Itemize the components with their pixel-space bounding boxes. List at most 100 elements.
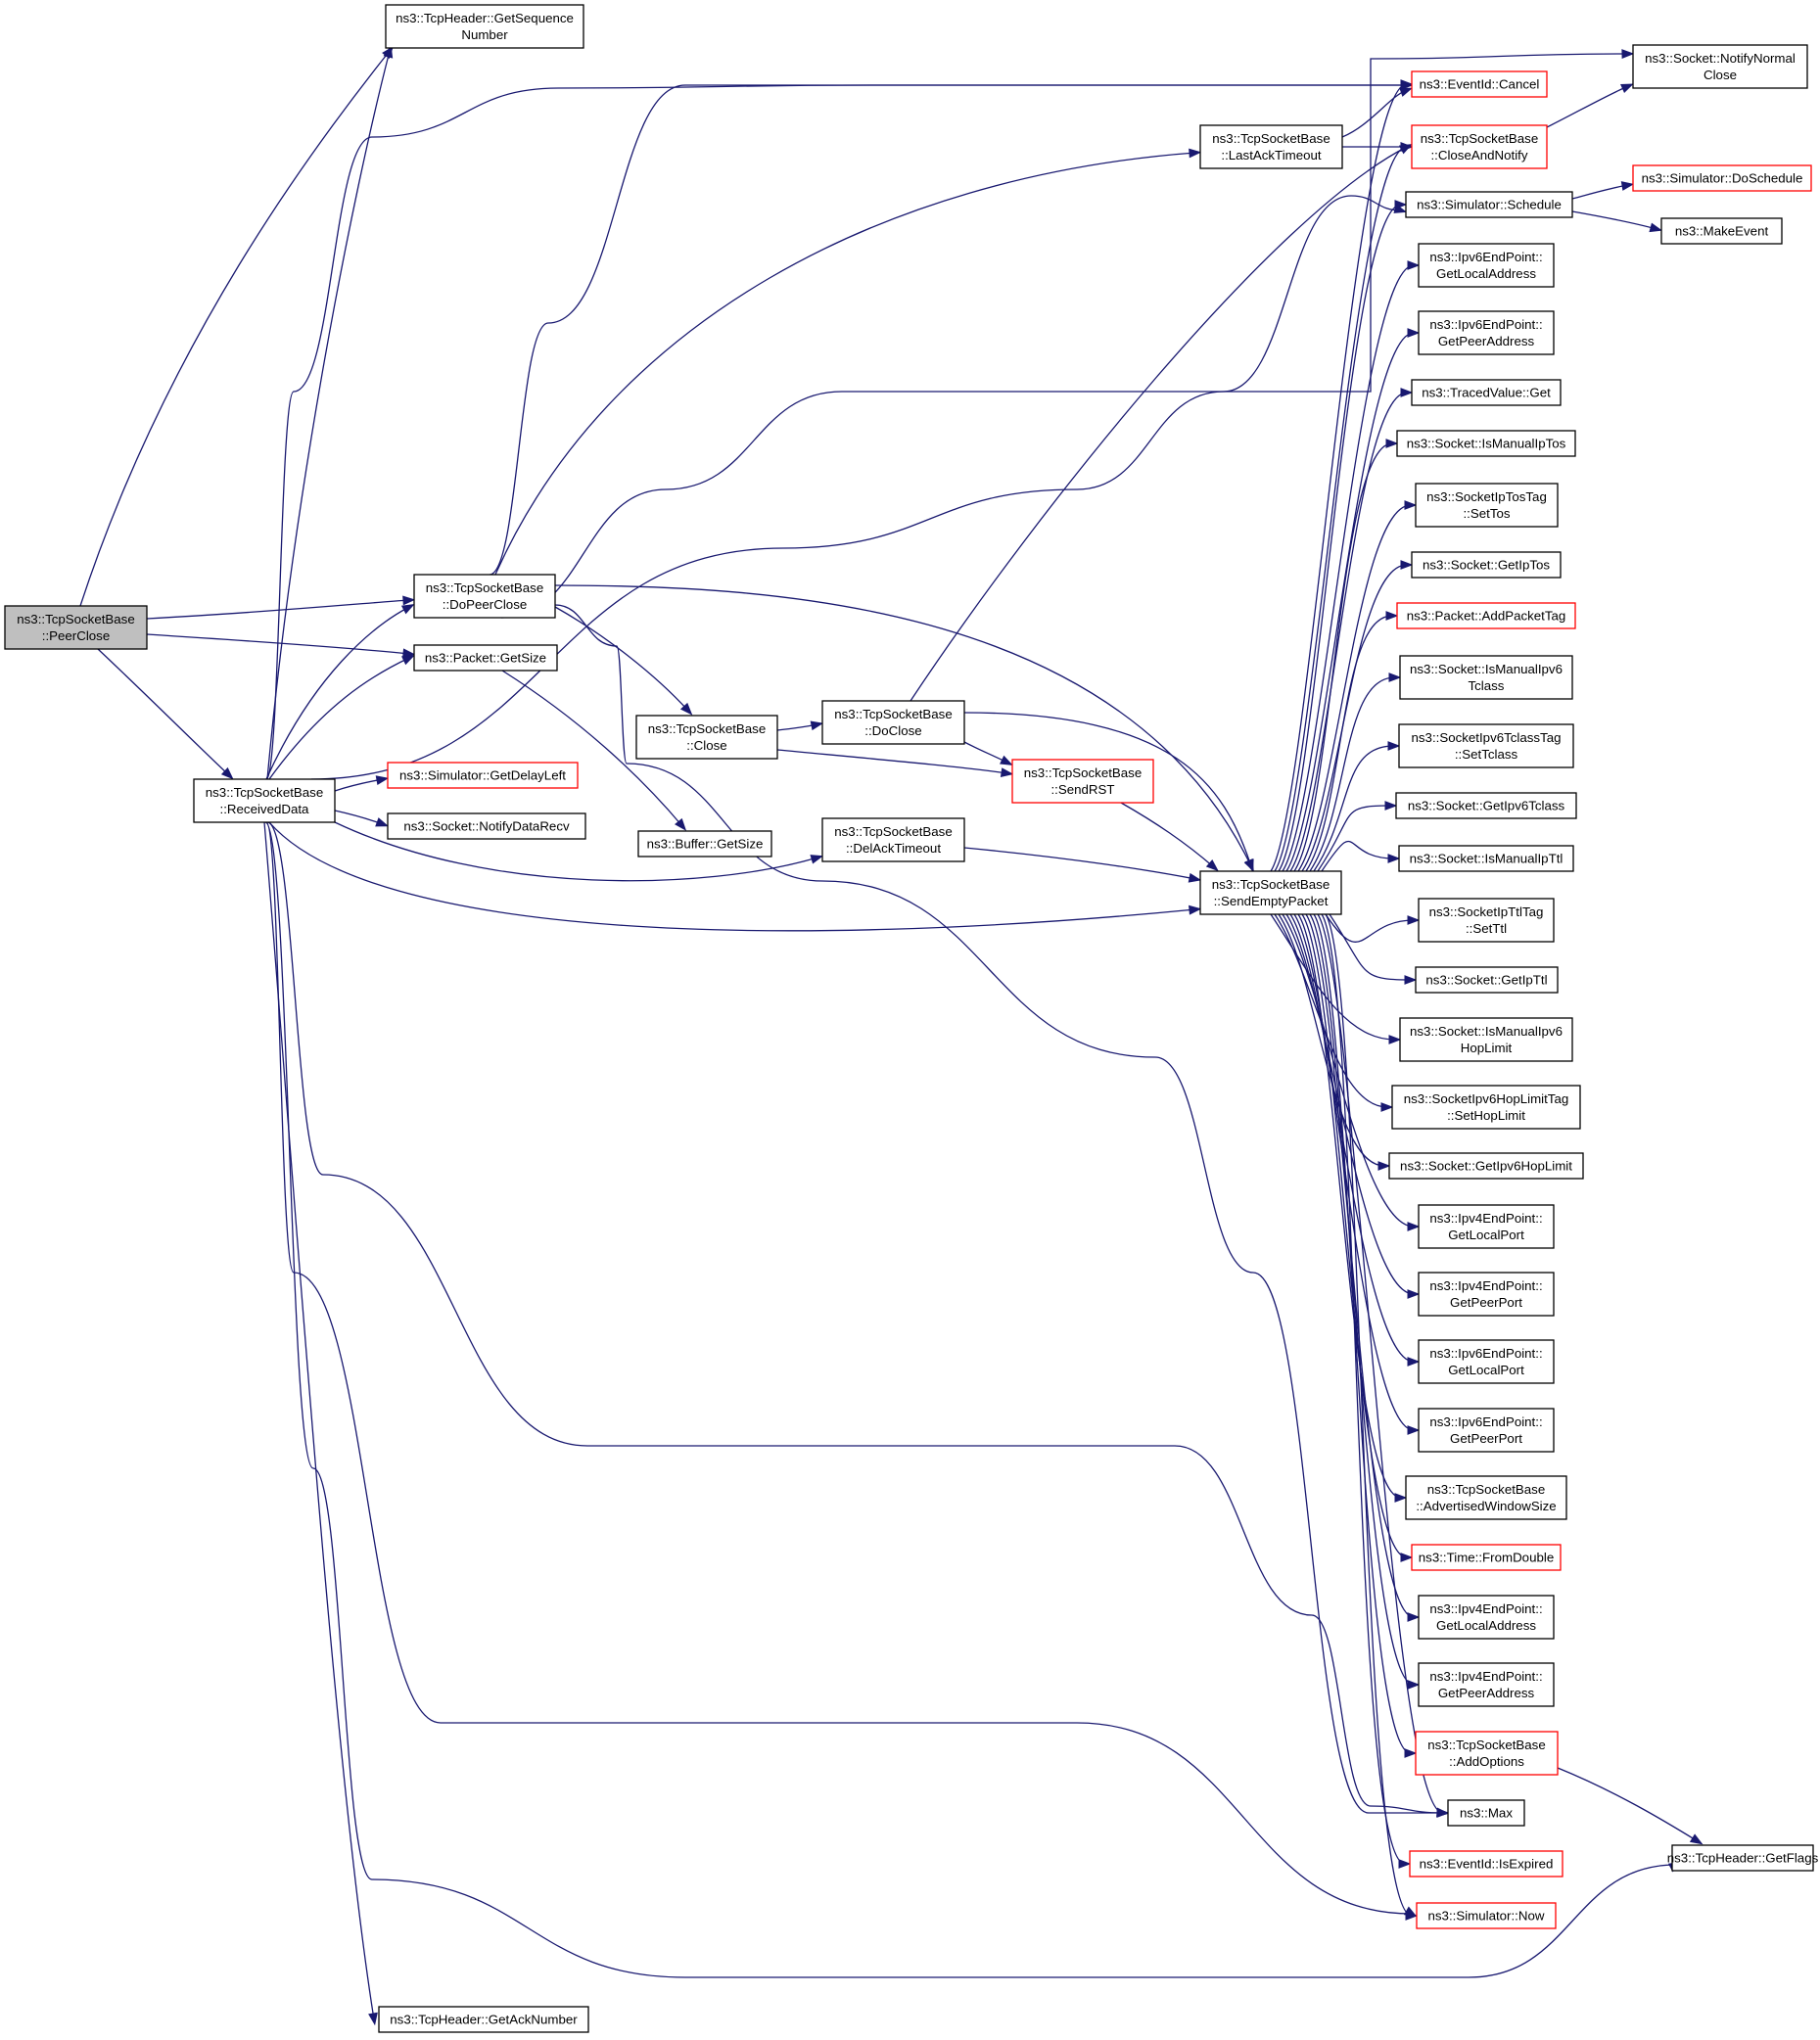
edge-line [1282, 264, 1415, 872]
edge-arrowhead [375, 817, 390, 827]
node-label: Tclass [1469, 678, 1505, 693]
node-box [387, 812, 586, 840]
node-settos[interactable]: ns3::SocketIpTosTag::SetTos [1415, 483, 1559, 528]
node-box [821, 817, 965, 862]
node-close[interactable]: ns3::TcpSocketBase::Close [635, 715, 778, 760]
node-box [1199, 870, 1342, 915]
node-getacknumber[interactable]: ns3::TcpHeader::GetAckNumber [378, 2006, 589, 2033]
edge-line [500, 53, 1629, 619]
node-ipv4getlocaladdr[interactable]: ns3::Ipv4EndPoint::GetLocalAddress [1418, 1595, 1555, 1640]
edge-dopeerclose-to-close [554, 606, 693, 716]
node-label: ns3::TcpSocketBase [834, 707, 952, 721]
node-getdelayleft[interactable]: ns3::Simulator::GetDelayLeft [387, 762, 579, 789]
node-getflags[interactable]: ns3::TcpHeader::GetFlags [1667, 1844, 1819, 1872]
node-notifydatarecv[interactable]: ns3::Socket::NotifyDataRecv [387, 812, 586, 840]
node-isexpired[interactable]: ns3::EventId::IsExpired [1409, 1850, 1563, 1878]
node-label: ns3::TcpSocketBase [17, 612, 134, 626]
node-label: ns3::Ipv6EndPoint:: [1429, 250, 1542, 264]
node-dopeerclose[interactable]: ns3::TcpSocketBase::DoPeerClose [413, 574, 556, 619]
edge-arrowhead [1620, 83, 1634, 94]
node-label: ::DoPeerClose [443, 597, 527, 612]
node-ipv4getlocalport[interactable]: ns3::Ipv4EndPoint::GetLocalPort [1418, 1204, 1555, 1249]
edge-line [554, 584, 1252, 867]
node-ipv6getlocalport[interactable]: ns3::Ipv6EndPoint::GetLocalPort [1418, 1339, 1555, 1384]
node-settclass[interactable]: ns3::SocketIpv6TclassTag::SetTclass [1398, 723, 1574, 768]
node-ipv6getpeeraddr[interactable]: ns3::Ipv6EndPoint::GetPeerAddress [1418, 310, 1555, 355]
edge-line [1270, 913, 1396, 1041]
node-label: Number [461, 27, 508, 42]
node-getipv6hoplimit[interactable]: ns3::Socket::GetIpv6HopLimit [1388, 1152, 1584, 1180]
edge-line [79, 50, 391, 607]
edge-arrowhead [1407, 1680, 1421, 1690]
edge-sendemptypacket-to-fromdouble [1301, 913, 1414, 1562]
edge-receiveddata-to-sendemptypacket [268, 821, 1202, 932]
node-label: ns3::Ipv6EndPoint:: [1429, 1414, 1542, 1429]
node-lastacktimeout[interactable]: ns3::TcpSocketBase::LastAckTimeout [1199, 124, 1343, 169]
edge-sendemptypacket-to-ismanualipttl [1321, 840, 1401, 872]
node-box [1409, 1850, 1563, 1878]
node-label: ns3::TcpHeader::GetSequence [396, 11, 574, 25]
edge-sendrst-to-sendemptypacket [1120, 802, 1219, 872]
node-getipttl[interactable]: ns3::Socket::GetIpTtl [1415, 966, 1559, 994]
edge-line [1546, 85, 1629, 128]
node-setttl[interactable]: ns3::SocketIpTtlTag::SetTtl [1418, 898, 1555, 943]
node-addoptions[interactable]: ns3::TcpSocketBase::AddOptions [1415, 1731, 1559, 1776]
edge-arrowhead [1407, 1612, 1421, 1622]
node-box [385, 4, 584, 49]
edge-line [334, 778, 384, 792]
edge-schedule-to-makeevent [1571, 210, 1663, 233]
node-pktgetsize[interactable]: ns3::Packet::GetSize [413, 644, 558, 672]
node-getipv6tclass[interactable]: ns3::Socket::GetIpv6Tclass [1395, 792, 1577, 819]
call-edges [79, 44, 1703, 2026]
edge-arrowhead [1407, 915, 1421, 925]
node-delacktimeout[interactable]: ns3::TcpSocketBase::DelAckTimeout [821, 817, 965, 862]
node-ismanualiptos[interactable]: ns3::Socket::IsManualIpTos [1396, 430, 1576, 457]
edge-receiveddata-to-dopeerclose [265, 604, 415, 780]
node-getiptos[interactable]: ns3::Socket::GetIpTos [1411, 551, 1562, 579]
node-ipv4getpeeraddr[interactable]: ns3::Ipv4EndPoint::GetPeerAddress [1418, 1662, 1555, 1707]
edge-line [1329, 913, 1412, 981]
edge-sendemptypacket-to-schedule [1278, 200, 1408, 872]
edge-sendemptypacket-to-ipv4getlocalport [1282, 913, 1421, 1231]
node-max[interactable]: ns3::Max [1447, 1799, 1525, 1827]
edge-arrowhead [401, 655, 415, 666]
node-ismanualipttl[interactable]: ns3::Socket::IsManualIpTtl [1398, 845, 1574, 872]
node-label: HopLimit [1461, 1041, 1513, 1055]
node-tracedget[interactable]: ns3::TracedValue::Get [1411, 379, 1562, 406]
node-sendrst[interactable]: ns3::TcpSocketBase::SendRST [1011, 759, 1154, 804]
node-receiveddata[interactable]: ns3::TcpSocketBase::ReceivedData [193, 778, 336, 823]
edge-line [1274, 146, 1408, 872]
node-makeevent[interactable]: ns3::MakeEvent [1660, 217, 1783, 245]
node-label: ns3::Simulator::Now [1428, 1909, 1545, 1924]
node-bufgetsize[interactable]: ns3::Buffer::GetSize [637, 830, 772, 858]
node-advwindowsize[interactable]: ns3::TcpSocketBase::AdvertisedWindowSize [1405, 1475, 1567, 1520]
node-cancel[interactable]: ns3::EventId::Cancel [1411, 70, 1548, 98]
node-ipv6getpeerport[interactable]: ns3::Ipv6EndPoint::GetPeerPort [1418, 1408, 1555, 1453]
node-ipv6getlocaladdr[interactable]: ns3::Ipv6EndPoint::GetLocalAddress [1418, 243, 1555, 288]
node-ipv4getpeerport[interactable]: ns3::Ipv4EndPoint::GetPeerPort [1418, 1272, 1555, 1317]
node-label: ns3::Ipv6EndPoint:: [1429, 1346, 1542, 1361]
node-addpackettag[interactable]: ns3::Packet::AddPacketTag [1396, 602, 1576, 629]
node-fromdouble[interactable]: ns3::Time::FromDouble [1411, 1544, 1562, 1571]
edge-arrowhead [1189, 904, 1202, 915]
node-sendemptypacket[interactable]: ns3::TcpSocketBase::SendEmptyPacket [1199, 870, 1342, 915]
edge-sendemptypacket-to-getipv6tclass [1317, 801, 1398, 872]
node-doschedule[interactable]: ns3::Simulator::DoSchedule [1632, 164, 1812, 192]
edge-sendemptypacket-to-getipttl [1329, 913, 1418, 985]
edge-close-to-doclose [776, 720, 824, 731]
edge-sendemptypacket-to-tracedget [1289, 388, 1414, 872]
node-doclose[interactable]: ns3::TcpSocketBase::DoClose [821, 700, 965, 745]
edge-arrowhead [1400, 388, 1414, 397]
node-sethoplimit[interactable]: ns3::SocketIpv6HopLimitTag::SetHopLimit [1391, 1085, 1581, 1130]
node-box [1011, 759, 1154, 804]
node-schedule[interactable]: ns3::Simulator::Schedule [1405, 191, 1573, 218]
node-closeandnotify[interactable]: ns3::TcpSocketBase::CloseAndNotify [1411, 124, 1548, 169]
edge-line [963, 741, 1008, 764]
edge-sendemptypacket-to-ipv6getlocaladdr [1282, 260, 1421, 872]
node-now[interactable]: ns3::Simulator::Now [1416, 1902, 1557, 1929]
node-label: ns3::TcpSocketBase [1212, 877, 1330, 892]
